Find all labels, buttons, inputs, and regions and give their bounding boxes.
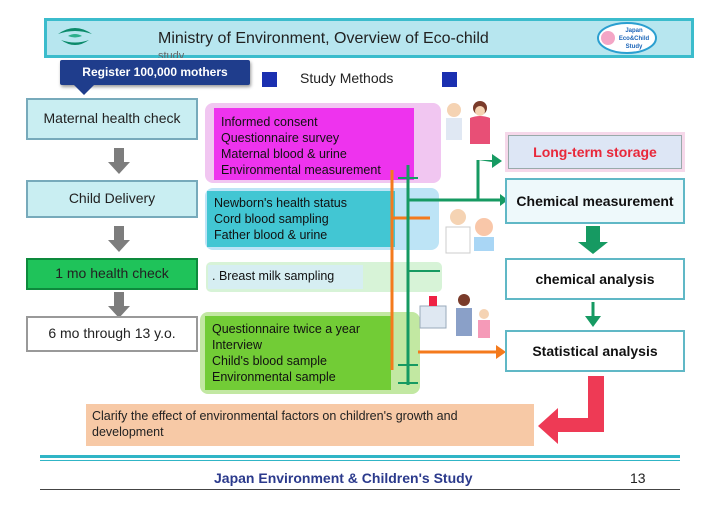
followup-methods-block: Questionnaire twice a year Interview Chi… — [200, 312, 420, 394]
slide-title: Ministry of Environment, Overview of Eco… — [158, 30, 489, 47]
stage-maternal-health-check: Maternal health check — [26, 98, 198, 140]
study-methods-heading: Study Methods — [262, 70, 458, 90]
chem-down-arrow-shaft — [586, 226, 600, 242]
page-number: 13 — [630, 470, 646, 486]
prenatal-methods-panel: Informed consent Questionnaire survey Ma… — [214, 108, 414, 180]
delivery-methods-list: Newborn's health status Cord blood sampl… — [214, 195, 347, 243]
down-arrow-icon — [108, 292, 130, 318]
method-item: Maternal blood & urine — [221, 147, 347, 161]
method-item: Child's blood sample — [212, 354, 327, 368]
arrow-down-icon — [585, 316, 601, 327]
method-item: Environmental sample — [212, 370, 336, 384]
method-item: Informed consent — [221, 115, 318, 129]
badge-line-3: Study — [626, 44, 643, 50]
stage-child-delivery: Child Delivery — [26, 180, 198, 218]
clarify-effect-box: Clarify the effect of environmental fact… — [86, 404, 534, 446]
followup-methods-list: Questionnaire twice a year Interview Chi… — [212, 321, 360, 385]
slide-header-bar — [44, 18, 694, 58]
register-callout-pointer — [74, 85, 94, 95]
arrow-to-storage-icon — [478, 154, 502, 168]
method-item: Interview — [212, 338, 263, 352]
prenatal-methods-list: Informed consent Questionnaire survey Ma… — [221, 114, 381, 178]
footer-divider — [40, 455, 680, 458]
ministry-logo-icon — [58, 28, 92, 45]
badge-line-1: Japan — [625, 28, 643, 34]
delivery-methods-panel: Newborn's health status Cord blood sampl… — [207, 191, 395, 247]
mother-doctor-illustration-icon — [446, 101, 490, 144]
return-arrow-icon — [538, 376, 604, 444]
bullet-square-icon — [262, 72, 277, 87]
long-term-storage-box: Long-term storage — [505, 132, 685, 172]
stage-1mo-health-check: 1 mo health check — [26, 258, 198, 290]
method-item: Newborn's health status — [214, 196, 348, 210]
footer-divider — [40, 460, 680, 461]
slide-title-overflow: study — [158, 50, 185, 58]
method-item: Environmental measurement — [221, 163, 381, 177]
method-item: Questionnaire twice a year — [212, 322, 360, 336]
statistical-analysis-box: Statistical analysis — [505, 330, 685, 372]
doctor-baby-illustration-icon — [445, 209, 494, 254]
chemical-measurement-box: Chemical measurement — [505, 178, 685, 224]
delivery-methods-block: Newborn's health status Cord blood sampl… — [205, 188, 439, 250]
arrow-down-icon — [578, 242, 608, 254]
one-month-methods-panel: . Breast milk sampling — [208, 265, 363, 289]
stage-6mo-through-13yo: 6 mo through 13 y.o. — [26, 316, 198, 352]
down-arrow-icon — [108, 148, 130, 174]
study-methods-label: Study Methods — [300, 70, 394, 86]
long-term-storage-label: Long-term storage — [508, 135, 682, 169]
badge-line-2: Eco&Child — [619, 36, 650, 42]
chemical-analysis-box: chemical analysis — [505, 258, 685, 300]
method-item: Questionnaire survey — [221, 131, 340, 145]
family-hospital-illustration-icon — [419, 294, 490, 338]
method-item: . Breast milk sampling — [212, 269, 335, 283]
bullet-square-icon — [442, 72, 457, 87]
footer-title: Japan Environment & Children's Study — [214, 470, 473, 486]
footer-divider — [40, 489, 680, 490]
method-item: Father blood & urine — [214, 228, 328, 242]
followup-methods-panel: Questionnaire twice a year Interview Chi… — [205, 316, 391, 390]
down-arrow-icon — [108, 226, 130, 252]
method-item: Cord blood sampling — [214, 212, 329, 226]
register-callout: Register 100,000 mothers — [60, 60, 250, 85]
eco-child-study-logo: Japan Eco&Child Study — [597, 22, 657, 54]
one-month-methods-block: . Breast milk sampling — [206, 262, 442, 292]
prenatal-methods-block: Informed consent Questionnaire survey Ma… — [205, 103, 441, 183]
